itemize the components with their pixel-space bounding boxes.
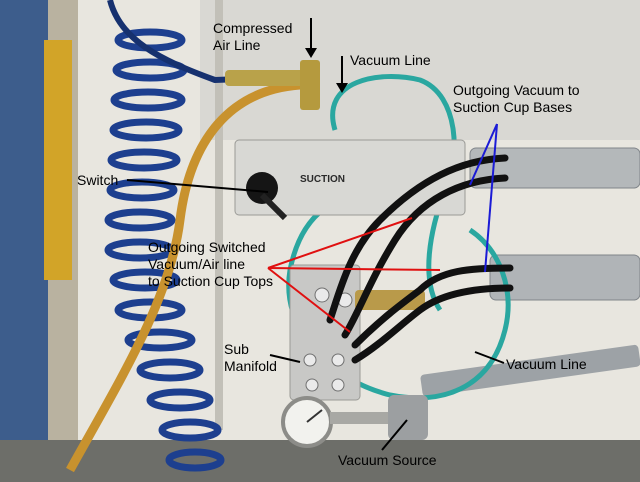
label-sub-manifold: Sub Manifold [224, 341, 277, 374]
switch-brand-text: SUCTION [300, 174, 345, 185]
switch-lever [259, 192, 288, 221]
gauge-needle [306, 409, 323, 423]
label-outgoing-vacuum: Outgoing Vacuum to Suction Cup Bases [453, 82, 580, 115]
tee-fitting [300, 60, 320, 110]
red-pointer-2 [267, 267, 441, 271]
red-pointer-3 [267, 267, 351, 333]
vacuum-source-pointer [381, 419, 408, 451]
left-blue-frame [0, 0, 48, 482]
switch-knob [246, 172, 278, 204]
label-compressed-air-line: Compressed Air Line [213, 20, 293, 53]
label-vacuum-source: Vacuum Source [338, 452, 437, 468]
blue-pointers [469, 123, 498, 273]
blue-pointer-1 [469, 123, 498, 186]
floor [0, 440, 640, 482]
vacuum-line-arrowhead [336, 83, 348, 93]
black-hoses [326, 154, 514, 364]
gauge-stem [330, 412, 390, 424]
vacuum-line-right-pointer [474, 351, 505, 364]
sub-manifold-pointer [269, 354, 301, 363]
blue-air-hose [107, 0, 271, 84]
panel-rail [215, 0, 223, 430]
air-fitting [225, 70, 310, 86]
yellow-stripe [44, 40, 72, 280]
compressed-air-arrowhead [305, 48, 317, 58]
yellow-air-hose [66, 80, 301, 473]
label-vacuum-line-right: Vacuum Line [506, 356, 587, 372]
red-pointers [267, 217, 441, 333]
label-switch: Switch [77, 172, 119, 188]
switch-pointer [126, 179, 269, 193]
label-outgoing-switched: Outgoing Switched Vacuum/Air line to Suc… [148, 239, 274, 289]
annotation-arrows [126, 18, 505, 451]
source-tee [388, 395, 428, 440]
lower-manifold-bar [489, 254, 640, 301]
red-pointer-1 [267, 217, 413, 269]
grey-pipe [420, 344, 640, 397]
sub-manifold-ports [303, 287, 353, 392]
blue-pointer-2 [484, 123, 498, 273]
vacuum-hoses [286, 74, 511, 401]
label-vacuum-line-top: Vacuum Line [350, 52, 431, 68]
upper-manifold-bar [469, 147, 640, 189]
brass-valve [355, 290, 425, 310]
